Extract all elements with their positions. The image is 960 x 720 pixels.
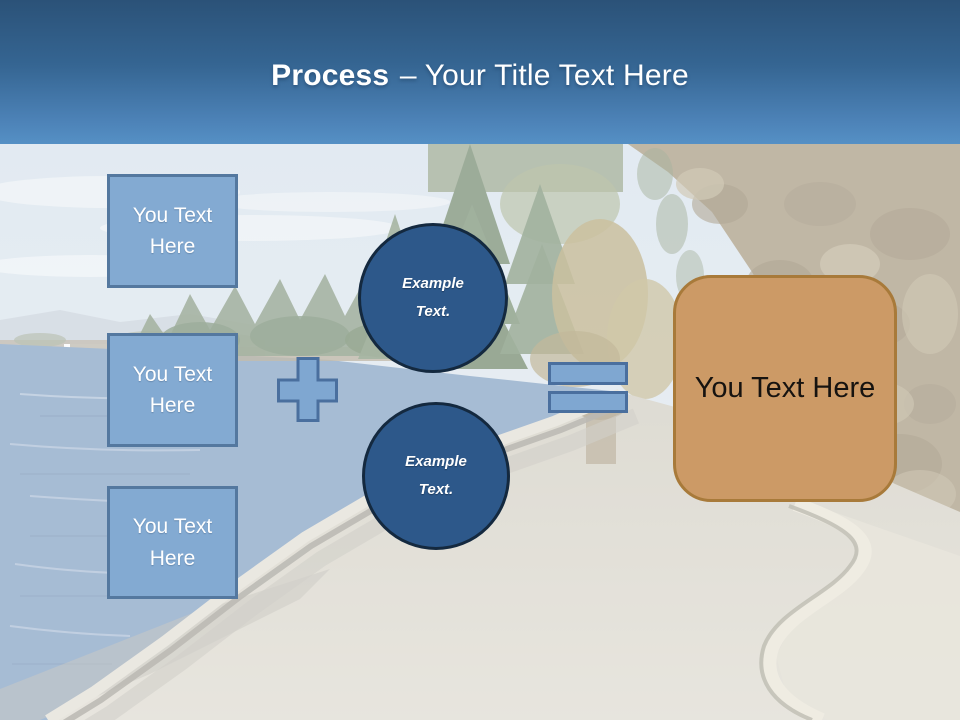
photo-curb	[759, 497, 960, 720]
equals-icon[interactable]	[548, 362, 628, 385]
input-box-2-label: You Text Here	[132, 362, 213, 418]
slide-title-subtitle: – Your Title Text Here	[399, 59, 689, 92]
example-circle-1-label: Example Text.	[402, 274, 464, 321]
input-box-1-label: You Text Here	[132, 203, 213, 259]
photo-seawall	[45, 388, 640, 720]
example-circle-2-label: Example Text.	[405, 452, 467, 499]
example-circle-1[interactable]: Example Text.	[358, 223, 508, 373]
result-box[interactable]: You Text Here	[673, 275, 897, 502]
input-box-3[interactable]: You Text Here	[107, 486, 238, 599]
example-circle-2[interactable]: Example Text.	[362, 402, 510, 550]
input-box-1[interactable]: You Text Here	[107, 174, 238, 288]
input-box-3-label: You Text Here	[132, 515, 213, 570]
input-box-2[interactable]: You Text Here	[107, 333, 238, 447]
result-box-label: You Text Here	[694, 372, 876, 405]
equals-icon[interactable]	[548, 391, 628, 413]
header-band: Process – Your Title Text Here	[0, 0, 960, 144]
slide-title-keyword: Process	[271, 59, 390, 92]
plus-icon[interactable]	[277, 357, 338, 422]
slide-title[interactable]: Process – Your Title Text Here	[271, 51, 689, 93]
